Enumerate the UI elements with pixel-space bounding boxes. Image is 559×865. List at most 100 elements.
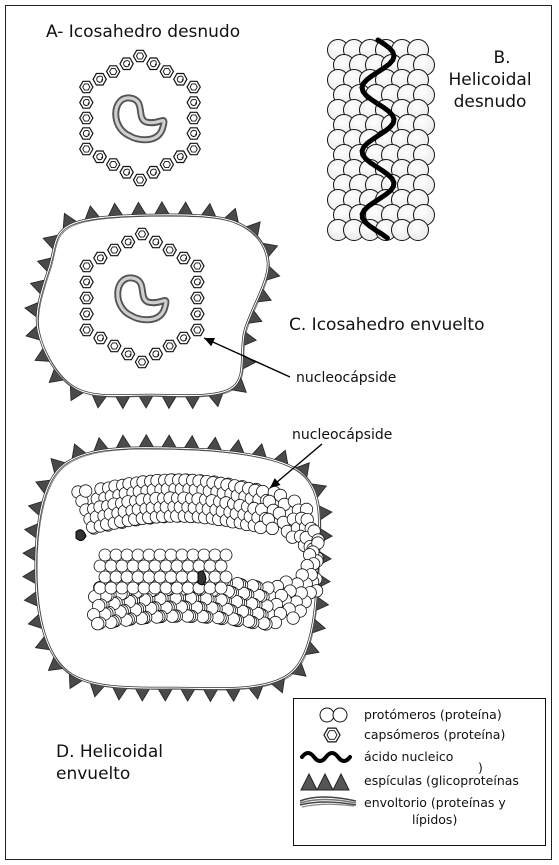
protomer (408, 220, 429, 241)
label-a: A- Icosahedro desnudo (46, 22, 240, 42)
label-nucleocapside-2: nucleocápside (292, 427, 392, 444)
spike (185, 396, 200, 409)
capsomer (80, 308, 93, 319)
spike (135, 688, 150, 701)
legend-item-protomeros: protómeros (proteína) (294, 705, 545, 725)
spike (131, 202, 146, 215)
protomer (187, 571, 199, 583)
protomer (165, 549, 177, 561)
capsomer (149, 236, 162, 247)
legend-label-envoltorio-2: lípidos) (412, 813, 457, 827)
protomer (209, 549, 221, 561)
protomer (116, 582, 128, 594)
capsomer (94, 332, 107, 343)
naked-helical-virus (328, 40, 435, 241)
protomer (94, 560, 106, 572)
protomer (127, 582, 139, 594)
protomer (287, 612, 299, 624)
capsomer (191, 324, 204, 335)
protomer (215, 582, 227, 594)
capsomer (80, 324, 93, 335)
protomer (99, 571, 111, 583)
capsomer (187, 97, 200, 108)
capsomer (174, 74, 187, 86)
capsomer (174, 151, 187, 163)
capsomer-icon (300, 725, 358, 745)
protomer (182, 582, 194, 594)
protomer (149, 582, 161, 594)
label-c: C. Icosahedro envuelto (289, 315, 484, 335)
protomer (193, 560, 205, 572)
capsomer (93, 151, 106, 163)
protomer (92, 618, 104, 630)
protomer (121, 549, 133, 561)
protomer (220, 549, 232, 561)
enveloped-icosahedron-virus (25, 202, 280, 409)
capsomer (147, 58, 160, 70)
protomer (176, 549, 188, 561)
label-b-line1: B. (462, 48, 542, 68)
label-b-line3: desnudo (440, 92, 540, 112)
spike (115, 396, 130, 409)
legend-label-acido: ácido nucleico (364, 750, 453, 764)
protomer (198, 549, 210, 561)
naked-icosahedron-virus (80, 50, 201, 185)
protomer (121, 571, 133, 583)
spike-icon (300, 771, 358, 791)
legend-label-capsomeros: capsómeros (proteína) (364, 728, 505, 742)
protomer (165, 571, 177, 583)
protomer (215, 560, 227, 572)
label-d-line1: D. Helicoidal (56, 742, 163, 762)
capsomer (133, 50, 146, 61)
capsomer (122, 348, 135, 359)
spike (178, 202, 193, 215)
capsomer (177, 252, 190, 263)
capsomer (187, 81, 200, 92)
legend-label-protomeros: protómeros (proteína) (364, 708, 502, 722)
capsomer (120, 58, 133, 70)
protomer (132, 571, 144, 583)
protomer (110, 571, 122, 583)
protomer (171, 582, 183, 594)
nucleic-acid-icon (300, 747, 358, 767)
protomer (138, 582, 150, 594)
capsomer (191, 260, 204, 271)
capsomer (133, 174, 146, 185)
capsomer (163, 340, 176, 351)
capsomer (108, 244, 121, 255)
protomer (209, 571, 221, 583)
protomer (105, 560, 117, 572)
capsomer (80, 81, 93, 92)
spike (116, 435, 131, 448)
capsomer (107, 66, 120, 77)
protomer (127, 560, 139, 572)
spike (161, 435, 176, 448)
protomer (220, 571, 232, 583)
label-d-line2: envuelto (56, 764, 130, 784)
protomer (160, 582, 172, 594)
protomer (204, 560, 216, 572)
capsomer (187, 112, 200, 123)
capsomer (135, 228, 148, 239)
legend-item-capsomeros: capsómeros (proteína) (294, 725, 545, 745)
label-nucleocapside-1: nucleocápside (296, 370, 396, 387)
capsomer (80, 97, 93, 108)
capsomer (163, 244, 176, 255)
capsomer (93, 74, 106, 86)
spike (184, 436, 199, 449)
spike (158, 688, 173, 701)
protomer (138, 560, 150, 572)
capsomer (80, 112, 93, 123)
capsomer (107, 159, 120, 170)
protomer (143, 571, 155, 583)
protomer (160, 560, 172, 572)
protomer (116, 560, 128, 572)
legend-label-envoltorio-1: envoltorio (proteínas y (364, 796, 506, 810)
capsomer (80, 276, 93, 287)
capsomer (135, 356, 148, 367)
capsomer (187, 128, 200, 139)
protomer-icon (300, 705, 358, 725)
legend-item-espiculas: espículas (glicoproteínas (294, 771, 545, 791)
spike (139, 435, 154, 448)
